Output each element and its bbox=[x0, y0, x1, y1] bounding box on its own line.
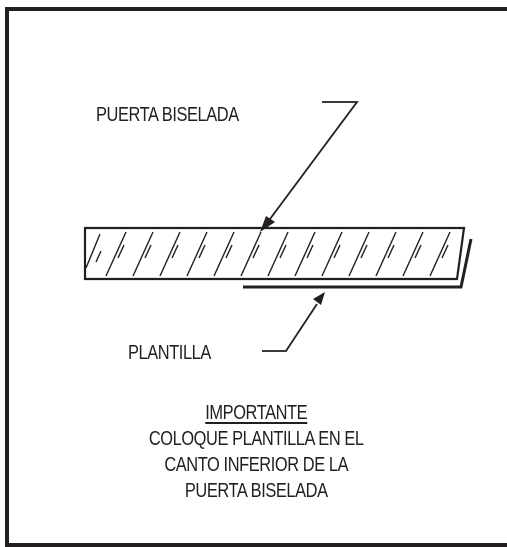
note-line-1: COLOQUE PLANTILLA EN EL bbox=[148, 428, 364, 450]
diagram-page: PUERTA BISELADA PLANTILLA IMPORTANTE COL… bbox=[0, 7, 507, 547]
note-line-2: CANTO INFERIOR DE LA bbox=[164, 454, 349, 476]
door-hatching bbox=[85, 231, 451, 277]
template-strip bbox=[243, 238, 473, 289]
important-note: IMPORTANTE COLOQUE PLANTILLA EN EL CANTO… bbox=[0, 400, 507, 504]
template-leader-arrow bbox=[262, 292, 325, 352]
note-heading: IMPORTANTE bbox=[205, 402, 308, 424]
door-leader-arrow bbox=[260, 101, 359, 232]
note-line-3: PUERTA BISELADA bbox=[184, 480, 328, 502]
door-label: PUERTA BISELADA bbox=[96, 104, 239, 126]
door-template-diagram bbox=[83, 101, 473, 352]
template-label: PLANTILLA bbox=[128, 342, 211, 364]
door-outline bbox=[83, 226, 466, 281]
door-arrowhead bbox=[260, 216, 275, 232]
template-arrowhead bbox=[313, 292, 325, 305]
beveled-door-section bbox=[83, 226, 466, 281]
